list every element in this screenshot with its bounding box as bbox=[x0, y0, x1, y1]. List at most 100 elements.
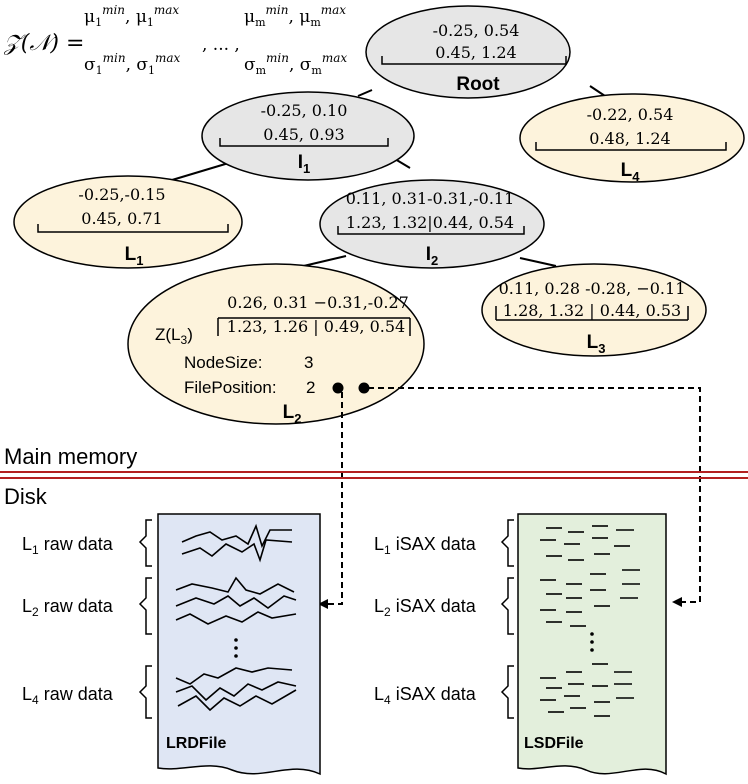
l2-nodesize-label: NodeSize: bbox=[184, 353, 262, 372]
l2-nodesize-value: 3 bbox=[304, 353, 313, 372]
l4-row1: -0.22, 0.54 bbox=[587, 105, 674, 124]
lsd-file-name: LSDFile bbox=[524, 735, 584, 752]
l2-raw-series-c bbox=[175, 611, 297, 625]
i1-bracket bbox=[219, 138, 389, 147]
lrd-braces bbox=[138, 519, 152, 719]
node-i2: 0.11, 0.31-0.31,-0.11 1.23, 1.32|0.44, 0… bbox=[319, 179, 545, 269]
l2-pointer-dot-isax bbox=[358, 382, 370, 394]
l2-raw-series-b bbox=[175, 595, 297, 609]
edge-i1-l1 bbox=[171, 161, 233, 181]
l1-raw-series-b bbox=[181, 539, 293, 563]
pointer-lrd bbox=[326, 392, 343, 605]
i2-row1: 0.11, 0.31-0.31,-0.11 bbox=[346, 189, 515, 208]
formula-lhs: 𝒵(𝒩) = bbox=[3, 31, 84, 56]
lrd-file-name: LRDFile bbox=[166, 735, 227, 752]
lsd-file: LSDFile L1 iSAX data L2 iSAX data bbox=[374, 513, 667, 776]
l2-z-label: Z(L3) bbox=[155, 325, 193, 347]
lrd-file-shape bbox=[157, 513, 321, 776]
l3-label: L3 bbox=[587, 332, 606, 356]
pointer-lrd-arrowhead bbox=[318, 599, 328, 609]
l2-fileposition-value: 2 bbox=[306, 378, 315, 397]
root-label: Root bbox=[456, 74, 500, 95]
edge-i2-l3 bbox=[519, 257, 557, 267]
brace-l4-isax bbox=[500, 665, 514, 719]
i1-ellipse bbox=[201, 91, 415, 181]
l4-row2: 0.48, 1.24 bbox=[589, 129, 670, 148]
file-pointers bbox=[326, 387, 701, 605]
lrd-raw-series bbox=[175, 523, 297, 712]
lsd-row-l4: L4 iSAX data bbox=[374, 684, 477, 707]
formula-mum: μmmin, μmmax bbox=[244, 3, 346, 29]
l3-row2: 1.28, 1.32 | 0.44, 0.53 bbox=[503, 301, 681, 320]
l2-row1: 0.26, 0.31 −0.31,-0.27 bbox=[227, 293, 409, 312]
l2-fileposition-label: FilePosition: bbox=[184, 378, 277, 397]
l2-bracket bbox=[217, 317, 411, 336]
i1-row2: 0.45, 0.93 bbox=[263, 125, 344, 144]
l4-raw-series-c bbox=[177, 689, 297, 712]
root-row1: -0.25, 0.54 bbox=[433, 21, 520, 40]
lsd-row-l1: L1 iSAX data bbox=[374, 534, 477, 557]
lsd-ellipsis-dots bbox=[590, 632, 594, 652]
pointer-lsd bbox=[368, 387, 701, 603]
i1-label: I1 bbox=[298, 152, 311, 176]
brace-l2-isax bbox=[500, 577, 514, 635]
i2-bracket bbox=[337, 226, 525, 235]
brace-l1-isax bbox=[500, 519, 514, 567]
memory-disk-divider: Main memory Disk bbox=[0, 444, 748, 509]
l2-label: L2 bbox=[283, 402, 302, 426]
brace-l2-raw bbox=[138, 577, 152, 635]
node-l4: -0.22, 0.54 0.48, 1.24 L4 bbox=[519, 93, 745, 184]
l1-ellipse bbox=[13, 175, 243, 269]
lrd-file: LRDFile L1 raw data L2 raw data L4 raw d… bbox=[22, 513, 321, 776]
l2-pointer-dot-raw bbox=[332, 382, 344, 394]
formula-mu1: μ1min, μ1max bbox=[84, 3, 179, 29]
l4-bracket bbox=[535, 142, 727, 151]
lrd-row-l2: L2 raw data bbox=[22, 596, 114, 619]
l2-raw-series-a bbox=[175, 576, 295, 595]
l4-raw-series-a bbox=[175, 667, 293, 685]
i2-label: I2 bbox=[426, 244, 439, 268]
formula-sigmam: σmmin, σmmax bbox=[244, 51, 347, 77]
edge-root-i1 bbox=[357, 89, 373, 97]
node-l1: -0.25,-0.15 0.45, 0.71 L1 bbox=[13, 175, 243, 269]
l3-row1: 0.11, 0.28 -0.28, −0.11 bbox=[499, 279, 686, 298]
root-ellipse bbox=[365, 5, 571, 99]
summary-formula: 𝒵(𝒩) = μ1min, μ1max σ1min, σ1max , ... ,… bbox=[3, 3, 347, 77]
formula-ellipsis: , ... , bbox=[202, 35, 240, 55]
brace-l1-raw bbox=[138, 519, 152, 567]
lsd-braces bbox=[500, 519, 514, 719]
l4-ellipse bbox=[519, 93, 745, 183]
node-i1: -0.25, 0.10 0.45, 0.93 I1 bbox=[201, 91, 415, 181]
l1-raw-series-a bbox=[181, 523, 292, 549]
i2-ellipse bbox=[319, 179, 545, 269]
l1-label: L1 bbox=[125, 244, 144, 268]
root-row2: 0.45, 1.24 bbox=[435, 43, 516, 62]
node-l3: 0.11, 0.28 -0.28, −0.11 1.28, 1.32 | 0.4… bbox=[481, 263, 707, 357]
lrd-row-l4: L4 raw data bbox=[22, 684, 114, 707]
lsd-file-shape bbox=[517, 513, 667, 776]
lrd-ellipsis-dots bbox=[234, 638, 238, 658]
l3-bracket bbox=[495, 306, 689, 321]
l2-row2: 1.23, 1.26 | 0.49, 0.54 bbox=[227, 317, 405, 336]
i2-row2: 1.23, 1.32|0.44, 0.54 bbox=[346, 213, 514, 232]
l1-bracket bbox=[37, 224, 229, 233]
l4-label: L4 bbox=[621, 160, 641, 184]
node-root: -0.25, 0.54 0.45, 1.24 Root bbox=[365, 5, 571, 99]
disk-label: Disk bbox=[4, 484, 48, 509]
l2-ellipse bbox=[127, 263, 425, 425]
lsd-row-l2: L2 iSAX data bbox=[374, 596, 477, 619]
edge-root-l4 bbox=[589, 85, 606, 97]
l3-ellipse bbox=[481, 263, 707, 357]
l1-row2: 0.45, 0.71 bbox=[81, 209, 162, 228]
root-bracket bbox=[381, 56, 567, 65]
formula-sigma1: σ1min, σ1max bbox=[84, 51, 181, 77]
main-memory-label: Main memory bbox=[4, 444, 137, 469]
lsd-isax-words bbox=[540, 525, 640, 717]
pointer-lsd-arrowhead bbox=[672, 597, 682, 607]
brace-l4-raw bbox=[138, 665, 152, 719]
node-l2: Z(L3) 0.26, 0.31 −0.31,-0.27 1.23, 1.26 … bbox=[127, 263, 425, 426]
l4-raw-series-b bbox=[175, 681, 297, 702]
l1-row1: -0.25,-0.15 bbox=[78, 185, 165, 204]
lrd-row-l1: L1 raw data bbox=[22, 534, 114, 557]
